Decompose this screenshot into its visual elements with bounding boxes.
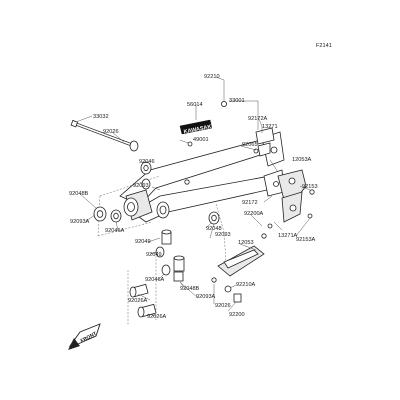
callout-56014: 56014	[187, 102, 203, 108]
callout-92153a: 92153A	[296, 237, 316, 243]
sleeve-stack-left	[127, 252, 157, 326]
swingarm-decal: KAWASAKI	[179, 119, 214, 136]
washer-92210a-part	[224, 285, 232, 293]
callout-12053: 12053	[238, 240, 254, 246]
pivot-shaft	[70, 119, 139, 152]
callout-13271a: 13271A	[278, 233, 298, 239]
decal-lettering: KAWASAKI	[183, 124, 214, 136]
bolt-92026-part	[211, 277, 217, 283]
callout-labels: 92210 33001 56014 33032 92172A 13271 490…	[69, 74, 318, 320]
callout-92048: 92048	[206, 226, 222, 232]
callout-92026a-lower: 92026A	[147, 314, 167, 320]
callout-92093-center: 92093	[215, 232, 231, 238]
callout-92046a-lower: 92046A	[145, 277, 165, 283]
bearing-stack-left	[93, 161, 152, 223]
nut-92200-part	[233, 293, 242, 303]
callout-92049: 92049	[135, 239, 151, 245]
callout-92026-lower: 92026	[215, 303, 231, 309]
callout-92210a: 92210A	[236, 282, 256, 288]
bolt-49001-part	[187, 141, 193, 147]
chain-slider	[217, 223, 273, 277]
chain-guide-upper	[277, 169, 315, 223]
callout-92026a: 92026A	[128, 298, 148, 304]
callout-92093a-lower: 92093A	[196, 294, 216, 300]
callout-92026: 92026	[103, 129, 119, 135]
callout-92049-lower: 92049	[146, 252, 162, 258]
diagram-code: F2141	[316, 43, 332, 49]
callout-92065: 92065	[242, 142, 258, 148]
callout-92046a: 92046A	[105, 228, 125, 234]
grease-nipple-part	[184, 179, 190, 185]
nut-92210-part	[220, 101, 227, 108]
bearing-stack-center	[155, 211, 220, 282]
callout-92200a: 92200A	[244, 211, 264, 217]
callout-92093: 92093	[133, 183, 149, 189]
callout-12053a: 12053A	[292, 157, 312, 163]
callout-92093a: 92093A	[70, 219, 90, 225]
callout-33001: 33001	[229, 98, 245, 104]
callout-92172: 92172	[242, 200, 258, 206]
callout-92153: 92153	[302, 184, 318, 190]
callout-92046: 92046	[139, 159, 155, 165]
callout-92200: 92200	[229, 312, 245, 318]
chain-adjuster	[253, 127, 275, 157]
callout-92210: 92210	[204, 74, 220, 80]
callout-92048b: 92048B	[69, 191, 89, 197]
callout-49001: 49001	[193, 137, 209, 143]
callout-33032: 33032	[93, 114, 109, 120]
callout-13271: 13271	[262, 124, 278, 130]
callout-92172a: 92172A	[248, 116, 268, 122]
front-direction-arrow: FRONT	[68, 323, 101, 350]
callout-92048b-lower: 92048B	[180, 286, 200, 292]
leader-lines	[75, 76, 311, 317]
